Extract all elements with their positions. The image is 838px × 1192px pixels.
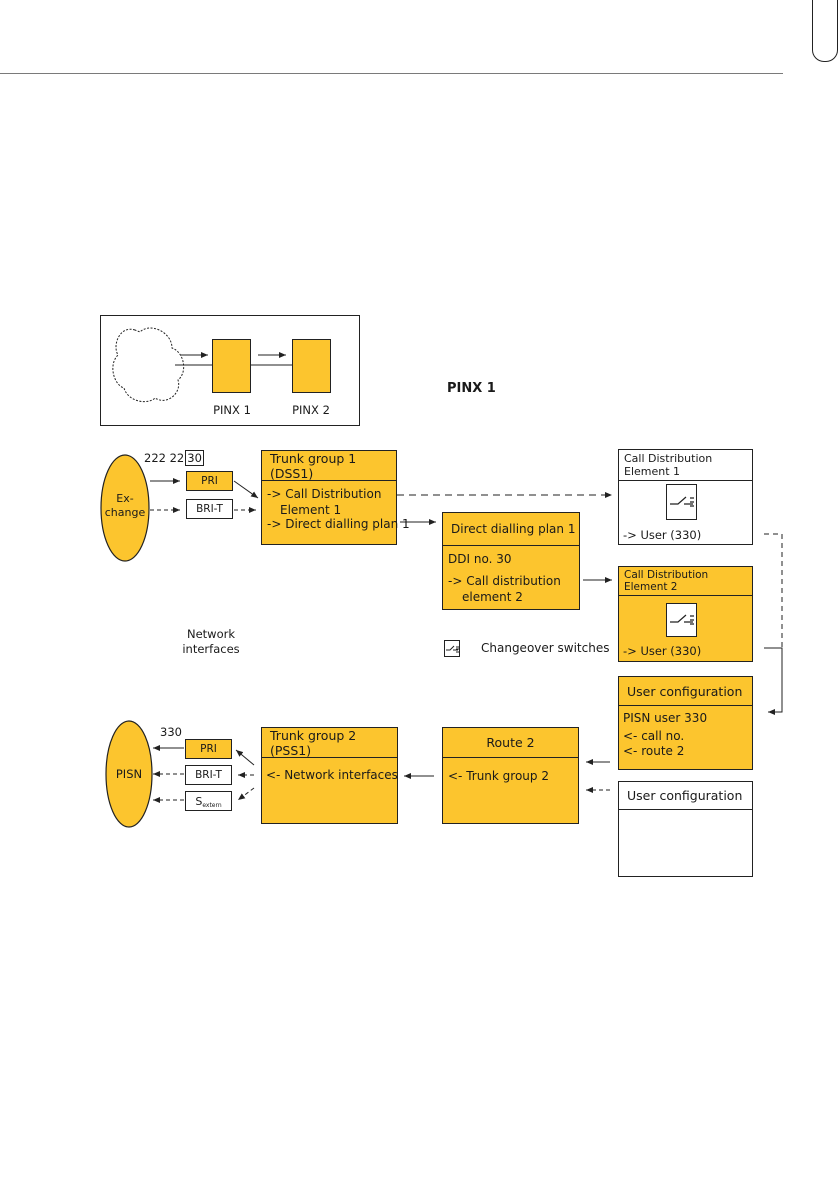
pisn-oval [105,720,153,828]
legend-switch-icon [444,640,460,657]
overview-pinx1-box [212,339,251,393]
loop-cde2-userconf [764,647,783,715]
direct-dialling-plan-1: Direct dialling plan 1 DDI no. 30 -> Cal… [442,512,580,610]
arrow-pri-trunk1 [233,480,259,499]
cde1-user: -> User (330) [623,528,702,542]
trunk2-line1: <- Network interfaces [266,768,398,782]
arrow-trunk2-sext [237,787,255,801]
changeover-switch-icon [666,603,697,637]
exchange-label: Ex-change [104,492,146,519]
pri-interface: PRI [186,471,233,491]
brit-interface: BRI-T [186,499,233,519]
header-rule [0,73,783,74]
ddp-line1: DDI no. 30 [448,552,512,566]
cde1-header: Call Distribution Element 1 [619,450,752,481]
overview-pinx1-label: PINX 1 [213,403,251,417]
trunk1-line3: -> Direct dialling plan 1 [267,517,410,531]
userconf1-line1: PISN user 330 [623,711,708,725]
cde2-header: Call Distribution Element 2 [619,567,752,596]
ddp-line3: element 2 [462,590,523,604]
cde2-user: -> User (330) [623,644,702,658]
trunk1-line2: Element 1 [280,503,342,517]
pisn-label: PISN [115,767,143,781]
diagram-title: PINX 1 [447,381,496,396]
arrow-trunk2-pri [235,749,255,766]
trunk-group-1: Trunk group 1 (DSS1) -> Call Distributio… [261,450,410,545]
userconf1-header: User configuration [619,677,752,706]
route2-header: Route 2 [443,728,578,758]
trunk1-line1: -> Call Distribution [267,487,382,501]
call-distribution-element-1: Call Distribution Element 1 -> User (330… [618,449,753,545]
brit-interface-bottom: BRI-T [185,765,232,785]
pri-interface-bottom: PRI [185,739,232,759]
userconf1-line3: <- route 2 [623,744,685,758]
network-cloud-icon [112,327,185,403]
call-distribution-element-2: Call Distribution Element 2 -> User (330… [618,566,753,662]
dashed-loop-cde1 [764,533,783,712]
userconf2-header: User configuration [619,782,752,810]
overview-pinx2-box [292,339,331,393]
legend-label: Changeover switches [481,641,610,655]
pisn-number: 330 [160,725,182,739]
trunk-group-2: Trunk group 2 (PSS1) <- Network interfac… [261,727,398,824]
trunk-group-2-header: Trunk group 2 (PSS1) [262,728,397,758]
user-configuration-1: User configuration PISN user 330 <- call… [618,676,753,770]
exchange-oval [100,454,150,562]
ddi-digits: 30 [185,450,204,466]
overview-frame [100,315,360,426]
ddp-header: Direct dialling plan 1 [443,513,579,546]
changeover-switch-icon [666,484,697,520]
overview-pinx2-label: PINX 2 [292,403,330,417]
user-configuration-2: User configuration [618,781,753,877]
route2-line1: <- Trunk group 2 [448,769,549,783]
ddp-line2: -> Call distribution [448,574,561,588]
userconf1-line2: <- call no. [623,729,685,743]
route-2: Route 2 <- Trunk group 2 [442,727,579,824]
trunk-group-1-header: Trunk group 1 (DSS1) [262,451,396,481]
